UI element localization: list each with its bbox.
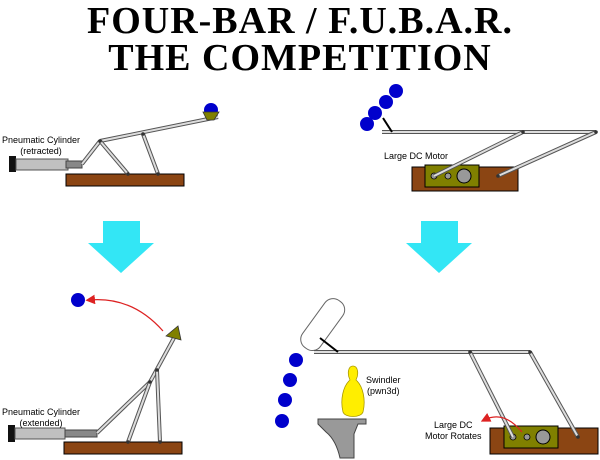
pneumatic-cylinder-body (14, 427, 66, 440)
label-cylinder-extended: Pneumatic Cylinder (extended) (2, 407, 80, 429)
label-text: Swindler (366, 375, 401, 385)
ball-holder-rod (382, 117, 393, 133)
swindler-pedestal (317, 418, 367, 459)
label-dc-motor: Large DC Motor (384, 151, 449, 161)
ball (289, 353, 303, 367)
ball (283, 373, 297, 387)
curved-motion-arrow-icon (480, 413, 523, 433)
ball (360, 117, 374, 131)
cylinder-cap (8, 425, 15, 442)
wood-base (63, 441, 183, 455)
cylinder-rod (64, 429, 98, 438)
fourbar-retracted (9, 103, 220, 187)
ball (368, 106, 382, 120)
label-text: (retracted) (20, 146, 62, 156)
label-cylinder-retracted: Pneumatic Cylinder (retracted) (2, 135, 80, 157)
fourbar-extended (8, 293, 183, 455)
cylinder-rod (65, 160, 83, 169)
cylinder-cap (9, 156, 16, 172)
curved-motion-arrow-icon (85, 294, 164, 332)
title-line-1: FOUR-BAR / F.U.B.A.R. (87, 0, 513, 42)
cup (202, 111, 220, 121)
down-arrow-icon (88, 221, 154, 273)
cup (165, 325, 182, 341)
ball (379, 95, 393, 109)
label-dc-motor-rotates: Large DC Motor Rotates (425, 420, 482, 442)
label-text: (extended) (19, 418, 63, 428)
label-text: (pwn3d) (367, 386, 400, 396)
label-text: Large DC (434, 420, 473, 430)
label-text: Motor Rotates (425, 431, 482, 441)
ball (389, 84, 403, 98)
label-swindler: Swindler (pwn3d) (366, 375, 401, 397)
label-text: Pneumatic Cylinder (2, 135, 81, 145)
fourbar-dc-rotated (275, 298, 599, 459)
title-line-2: THE COMPETITION (108, 37, 492, 79)
ball (278, 393, 292, 407)
label-text: Pneumatic Cylinder (2, 407, 81, 417)
fourbar-dc-motor (360, 84, 598, 192)
lifted-basket (300, 298, 346, 352)
ball (275, 414, 289, 428)
pneumatic-cylinder-body (15, 158, 69, 171)
ball (71, 293, 85, 307)
down-arrow-icon (406, 221, 472, 273)
wood-base (65, 173, 185, 187)
swindler (341, 365, 365, 417)
basket-support (319, 337, 339, 353)
